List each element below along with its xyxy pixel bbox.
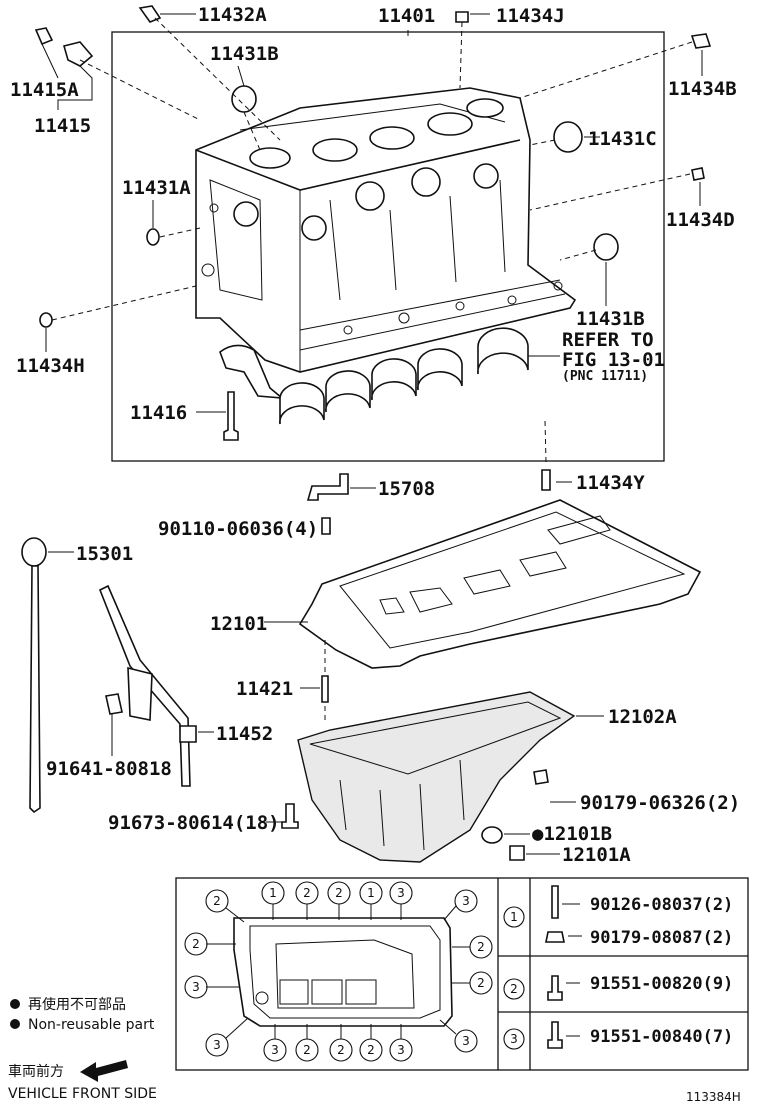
block-small-parts xyxy=(34,5,712,491)
block-frame xyxy=(111,31,665,462)
svg-text:2: 2 xyxy=(510,982,518,996)
legend: 再使用不可部品 Non-reusable part 車両前方 VEHICLE F… xyxy=(8,996,741,1104)
svg-text:3: 3 xyxy=(510,1032,518,1046)
label-11415: 11415 xyxy=(34,115,91,137)
label-11432A: 11432A xyxy=(198,4,267,26)
label-11431C: 11431C xyxy=(588,128,657,150)
dipstick-guide-group: 11452 91641-80818 xyxy=(46,584,273,787)
legend-front-jp: 車両前方 xyxy=(8,1063,64,1080)
svg-text:2: 2 xyxy=(192,937,200,951)
label-11421: 11421 xyxy=(236,678,293,700)
label-11401: 11401 xyxy=(378,5,435,27)
label-11431A: 11431A xyxy=(122,177,191,199)
svg-text:2: 2 xyxy=(213,894,221,908)
nonreusable-bullet-jp xyxy=(10,999,20,1009)
label-11415A: 11415A xyxy=(10,79,79,101)
bolt-table-row-3: 3 91551-00840(7) xyxy=(503,1021,733,1050)
oil-pan-group: 15708 90110-06036(4) 12101 11421 12102A … xyxy=(108,473,740,866)
svg-text:1: 1 xyxy=(510,910,518,924)
cylinder-block-group: 11432A 11401 11434J 11431B 11415A 11415 … xyxy=(10,4,737,491)
svg-text:2: 2 xyxy=(303,886,311,900)
label-12101A: 12101A xyxy=(562,844,631,866)
pan-callout-leaders xyxy=(206,904,470,1039)
label-91673: 91673-80614(18) xyxy=(108,812,280,834)
svg-text:2: 2 xyxy=(335,886,343,900)
pan-callout-circles: 2 1 2 2 1 3 3 2 3 2 2 3 3 2 2 2 3 3 xyxy=(184,881,493,1062)
label-12101B: ●12101B xyxy=(532,823,612,845)
label-11434B: 11434B xyxy=(668,78,737,100)
oil-pan-12101 xyxy=(298,499,702,669)
svg-text:2: 2 xyxy=(367,1043,375,1057)
label-90179-06326: 90179-06326(2) xyxy=(580,792,740,814)
label-11431B-top: 11431B xyxy=(210,43,279,65)
ref-line-1: REFER TO xyxy=(562,329,654,351)
bolt-table-row-2: 2 91551-00820(9) xyxy=(503,974,733,1001)
bolt-pattern-frame: 2 1 2 2 1 3 3 2 3 2 2 3 3 2 2 2 3 3 1 xyxy=(175,877,749,1071)
figure-id: 113384H xyxy=(686,1090,741,1104)
svg-text:3: 3 xyxy=(192,980,200,994)
svg-text:2: 2 xyxy=(303,1043,311,1057)
oil-tube-15708 xyxy=(306,473,349,501)
ref-line-2: FIG 13-01 xyxy=(562,349,665,371)
legend-nonreusable-jp: 再使用不可部品 xyxy=(28,996,126,1013)
label-12102A: 12102A xyxy=(608,706,677,728)
label-11416: 11416 xyxy=(130,402,187,424)
dipstick-group: 15301 xyxy=(21,537,133,814)
svg-text:2: 2 xyxy=(337,1043,345,1057)
svg-text:3: 3 xyxy=(462,1034,470,1048)
legend-front-en: VEHICLE FRONT SIDE xyxy=(8,1086,157,1102)
label-11434Y: 11434Y xyxy=(576,472,645,494)
pan-bolt-outline xyxy=(233,917,453,1027)
legend-nonreusable-en: Non-reusable part xyxy=(28,1017,155,1033)
block-leaders xyxy=(41,13,703,483)
bolt-table-row-1: 1 90126-08037(2) 90179-08087(2) xyxy=(503,885,733,948)
svg-text:3: 3 xyxy=(271,1043,279,1057)
svg-text:2: 2 xyxy=(477,976,485,990)
label-11431B-right: 11431B xyxy=(576,308,645,330)
svg-text:3: 3 xyxy=(397,886,405,900)
label-11452: 11452 xyxy=(216,723,273,745)
label-15301: 15301 xyxy=(76,543,133,565)
svg-text:3: 3 xyxy=(397,1043,405,1057)
cylinder-block-drawing xyxy=(195,87,577,373)
label-11434J: 11434J xyxy=(496,5,565,27)
label-91641: 91641-80818 xyxy=(46,758,172,780)
label-11434D: 11434D xyxy=(666,209,735,231)
ref-line-3: (PNC 11711) xyxy=(562,369,648,384)
front-arrow-icon xyxy=(80,1060,128,1082)
nonreusable-bullet-en xyxy=(10,1019,20,1029)
label-90110: 90110-06036(4) xyxy=(158,518,318,540)
svg-text:2: 2 xyxy=(477,940,485,954)
label-15708: 15708 xyxy=(378,478,435,500)
crank-bearing-set xyxy=(219,327,529,425)
svg-text:3: 3 xyxy=(462,894,470,908)
label-12101: 12101 xyxy=(210,613,267,635)
table-91551-00840: 91551-00840(7) xyxy=(590,1027,733,1047)
svg-text:1: 1 xyxy=(367,886,375,900)
table-90126-08037: 90126-08037(2) xyxy=(590,895,733,915)
oil-pan-12102A xyxy=(297,691,576,863)
svg-text:3: 3 xyxy=(213,1038,221,1052)
table-91551-00820: 91551-00820(9) xyxy=(590,974,733,994)
svg-text:1: 1 xyxy=(269,886,277,900)
label-11434H: 11434H xyxy=(16,355,85,377)
table-90179-08087: 90179-08087(2) xyxy=(590,928,733,948)
locator-dashes xyxy=(51,17,693,463)
